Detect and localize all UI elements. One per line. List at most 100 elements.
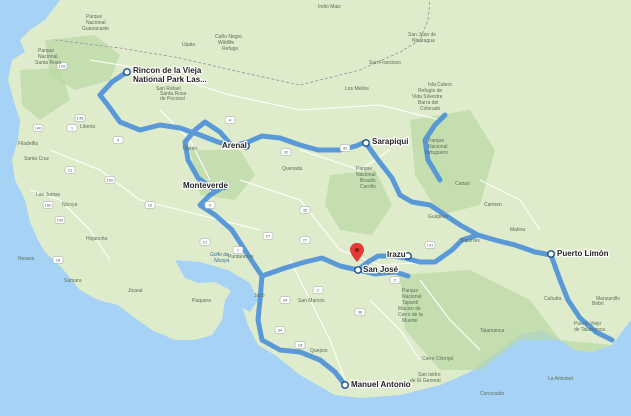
region-label: San Marcos [298,298,325,304]
region-label: Nacional [428,144,447,150]
svg-text:1: 1 [71,126,74,131]
region-label: de Pocosol [160,96,185,102]
road-shield: 34 [274,326,286,334]
route-stop[interactable]: San José [354,264,400,275]
route-stop[interactable]: Sarapiqui [362,136,410,147]
stop-label: Arenal [222,141,247,150]
water-label: Golfo de [210,252,229,258]
road-shield: 21 [64,166,76,174]
road-shield: 10 [144,201,156,209]
stop-marker-icon[interactable] [221,182,229,190]
stop-marker-icon[interactable] [547,250,555,258]
road-shields: 1432272123410351861421501601451261404322… [32,62,436,349]
region-label: Los Mellos [345,86,369,92]
route-stop[interactable]: Manuel Antonio [341,379,412,390]
road-shield: 32 [280,148,292,156]
region-label: Caño Negro [215,34,242,40]
stop-label: Manuel Antonio [351,380,411,389]
region-label: Talamanca [480,328,504,334]
region-label: Manzanillo [596,296,620,302]
stop-label: Rincon de la Vieja [133,66,202,75]
region-label: Nacional [356,172,375,178]
forest-west [20,68,70,120]
svg-text:150: 150 [107,178,114,183]
region-label: Colorado [420,106,441,112]
svg-text:34: 34 [283,298,288,303]
region-label: Barra del [418,100,438,106]
region-label: San Juan de [408,32,436,38]
region-label: Paquera [192,298,211,304]
region-label: Jicaral [128,288,142,294]
road-shield: 141 [424,241,436,249]
region-label: Upala [182,42,195,48]
road-shield: 18 [52,256,64,264]
region-label: San Francisco [369,60,401,66]
route-stop[interactable]: Arenal [221,140,250,151]
route-stop[interactable]: Monteverde [182,180,230,192]
gulf-of-nicoya [175,260,258,312]
road-shield: 4 [224,116,236,124]
region-label: Guápiles [428,214,448,220]
stop-marker-icon[interactable] [242,142,250,150]
stop-label: Sarapiqui [372,137,408,146]
region-label: Carrillo [360,184,376,190]
road-shield: 35 [299,206,311,214]
region-label: Cartago [376,270,394,276]
road-shield: 34 [279,296,291,304]
stop-marker-icon[interactable] [354,266,362,274]
region-label: Parque [38,48,54,54]
road-shield: 6 [204,201,216,209]
stop-marker-icon[interactable] [123,68,131,76]
route-stop[interactable]: Puerto Limón [547,248,610,259]
region-label: Parque [356,166,372,172]
tour-route [97,69,615,388]
location-pin[interactable] [350,243,364,262]
road-shield: 140 [32,124,44,132]
region-label: Nacional [86,20,105,26]
forest-braulio [325,170,392,235]
region-label: Matina [510,227,525,233]
svg-text:141: 141 [427,243,434,248]
region-label: Tortuguero [424,150,448,156]
region-label: Parque [402,288,418,294]
pin-icon[interactable] [350,243,364,262]
stop-marker-icon[interactable] [341,381,349,389]
stop-marker-icon[interactable] [404,252,412,260]
map-label-indio-maiz: Indio Maiz [318,4,341,10]
region-label: La Amistad [548,376,573,382]
region-label: Carmen [484,202,502,208]
stop-label: San José [363,265,399,274]
svg-text:18: 18 [56,258,61,263]
svg-text:140: 140 [35,126,42,131]
region-label: Isla Calero [428,82,452,88]
svg-text:35: 35 [303,208,308,213]
region-label: Muerte [402,318,418,324]
region-label: Refugio de [418,88,442,94]
region-label: Wildlife [218,40,234,46]
region-label: Vida Silvestre [412,94,443,100]
svg-text:18: 18 [298,343,303,348]
road-shield: 4 [112,136,124,144]
road-shield: 126 [56,62,68,70]
svg-text:34: 34 [278,328,283,333]
region-label: Filadelfia [18,141,38,147]
forest-central [190,150,255,200]
route-stop[interactable]: Irazu [386,249,412,260]
forest-north [45,35,120,90]
svg-text:27: 27 [266,234,271,239]
road-shield: 160 [42,201,54,209]
road-shield: 150 [104,176,116,184]
region-label: Santa Cruz [24,156,50,162]
stop-marker-icon[interactable] [362,139,370,147]
region-label: Parque [428,138,444,144]
svg-text:21: 21 [203,240,208,245]
country-border [54,0,431,86]
svg-text:32: 32 [343,146,348,151]
region-label: Cahuita [544,296,561,302]
region-label: Nacional [38,54,57,60]
region-label: Braulio [360,178,376,184]
region-label: Cariari [455,181,470,187]
